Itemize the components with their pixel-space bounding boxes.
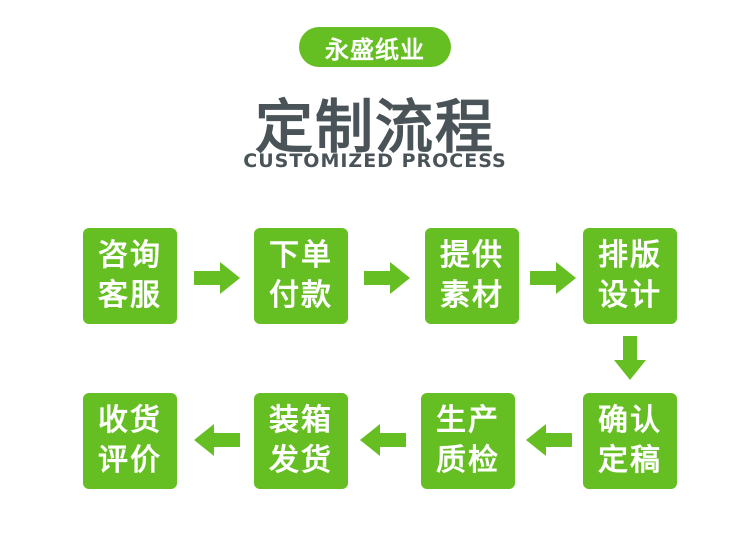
step-order-pay: 下单 付款 [254, 228, 348, 324]
step-label-line1: 确认 [598, 403, 662, 438]
arrow-down-icon [614, 336, 646, 380]
arrow-left-icon [526, 424, 572, 456]
step-label-line2: 付款 [269, 278, 333, 313]
step-label-line2: 客服 [98, 278, 162, 313]
step-label-line2: 评价 [98, 443, 162, 478]
step-label-line2: 发货 [269, 443, 333, 478]
step-label-line1: 提供 [440, 238, 504, 273]
step-receive-review: 收货 评价 [83, 393, 177, 489]
step-consult: 咨询 客服 [83, 228, 177, 324]
step-label-line1: 排版 [598, 238, 662, 273]
arrow-left-icon [194, 424, 240, 456]
brand-badge: 永盛纸业 [299, 27, 451, 67]
step-provide-materials: 提供 素材 [425, 228, 519, 324]
step-pack-ship: 装箱 发货 [254, 393, 348, 489]
page-subtitle: CUSTOMIZED PROCESS [243, 150, 507, 172]
step-label-line1: 装箱 [269, 403, 333, 438]
step-label-line1: 生产 [436, 403, 500, 438]
step-confirm-draft: 确认 定稿 [583, 393, 677, 489]
step-layout-design: 排版 设计 [583, 228, 677, 324]
page-title: 定制流程 [254, 93, 495, 161]
arrow-right-icon [194, 262, 240, 294]
arrow-right-icon [364, 262, 410, 294]
step-production-qc: 生产 质检 [421, 393, 515, 489]
step-label-line1: 下单 [269, 238, 333, 273]
step-label-line2: 素材 [440, 278, 504, 313]
arrow-right-icon [530, 262, 576, 294]
step-label-line2: 质检 [436, 443, 500, 478]
step-label-line1: 收货 [98, 403, 162, 438]
step-label-line1: 咨询 [98, 238, 162, 273]
step-label-line2: 定稿 [598, 443, 662, 478]
step-label-line2: 设计 [598, 278, 662, 313]
arrow-left-icon [360, 424, 406, 456]
